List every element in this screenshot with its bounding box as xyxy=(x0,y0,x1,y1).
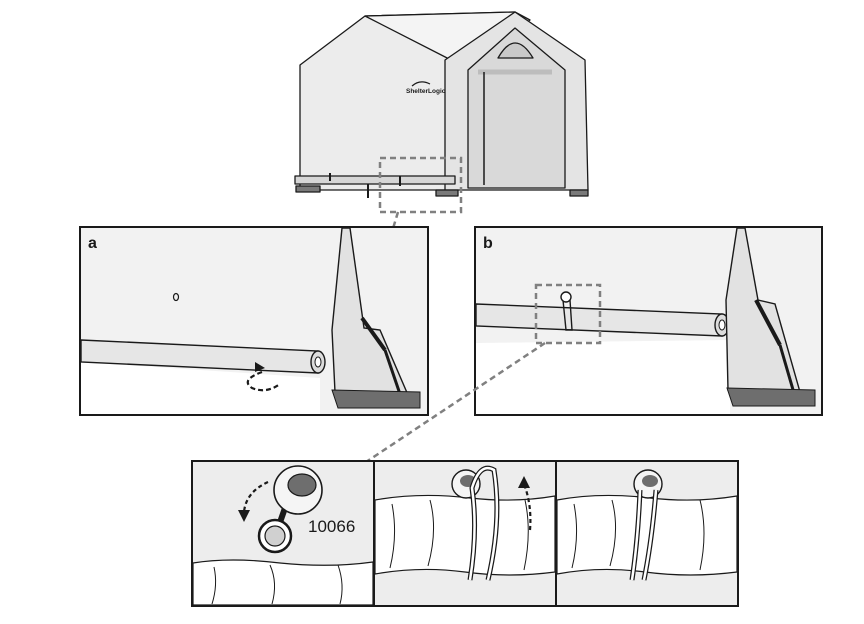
panel-a: a xyxy=(79,226,429,416)
panel-b-ball xyxy=(560,291,572,303)
callout-arrow-to-bottom xyxy=(359,341,546,468)
fabric-fold xyxy=(609,499,617,567)
ball-hole xyxy=(287,473,317,497)
ball-hole xyxy=(642,475,658,487)
panel-a-strap xyxy=(360,316,387,352)
fabric-fold xyxy=(337,564,343,605)
shelter-foot xyxy=(295,185,321,193)
shelter-bottom-rail xyxy=(294,175,456,185)
insert-arrowhead xyxy=(238,510,250,522)
shelter-door xyxy=(467,27,566,189)
grommet xyxy=(172,292,180,302)
bar-end-inner xyxy=(718,319,726,331)
bungee-loop-core xyxy=(468,466,499,581)
panel-a-frame-leg xyxy=(331,227,410,396)
bottom-strip: 10066 xyxy=(191,460,739,607)
bungee-strands-core xyxy=(630,489,658,581)
part-number: 10066 xyxy=(308,517,355,536)
shelter-foot xyxy=(435,189,459,197)
brand-logo: ShelterLogic xyxy=(406,88,446,95)
fabric-fold xyxy=(571,503,578,569)
shelter-door-window xyxy=(497,42,534,59)
rotate-arrowhead xyxy=(255,362,265,372)
fabric-fold xyxy=(523,499,529,571)
bottom-panel-1-fabric xyxy=(192,559,374,606)
bar-end-inner xyxy=(314,356,322,368)
callout-box-b xyxy=(534,283,602,345)
panel-b-strap xyxy=(754,299,782,346)
panel-b-lower-fabric xyxy=(476,340,730,414)
shelter-foot xyxy=(569,189,589,197)
fabric-fold xyxy=(389,503,396,569)
bottom-panel-3-fabric xyxy=(556,494,738,576)
panel-b-label: b xyxy=(483,235,493,252)
panel-b-foot xyxy=(726,387,816,407)
panel-a-lower-fabric xyxy=(81,362,320,414)
rotate-arrow xyxy=(246,370,281,392)
fabric-fold xyxy=(699,499,705,571)
lift-arrowhead xyxy=(518,476,530,488)
grommet-ring-inner xyxy=(264,525,286,547)
fabric-fold xyxy=(427,499,435,567)
panel-b: b xyxy=(474,226,823,416)
callout-box-shelter xyxy=(378,156,463,214)
panel-b-bungee xyxy=(562,299,573,331)
fabric-fold xyxy=(269,564,276,605)
panel-a-label: a xyxy=(88,235,97,252)
fabric-fold xyxy=(211,566,217,605)
brand-logo-swoosh xyxy=(411,81,431,87)
panel-a-foot xyxy=(331,389,421,409)
insert-arrow xyxy=(242,480,269,513)
shelter-overview xyxy=(294,11,589,198)
